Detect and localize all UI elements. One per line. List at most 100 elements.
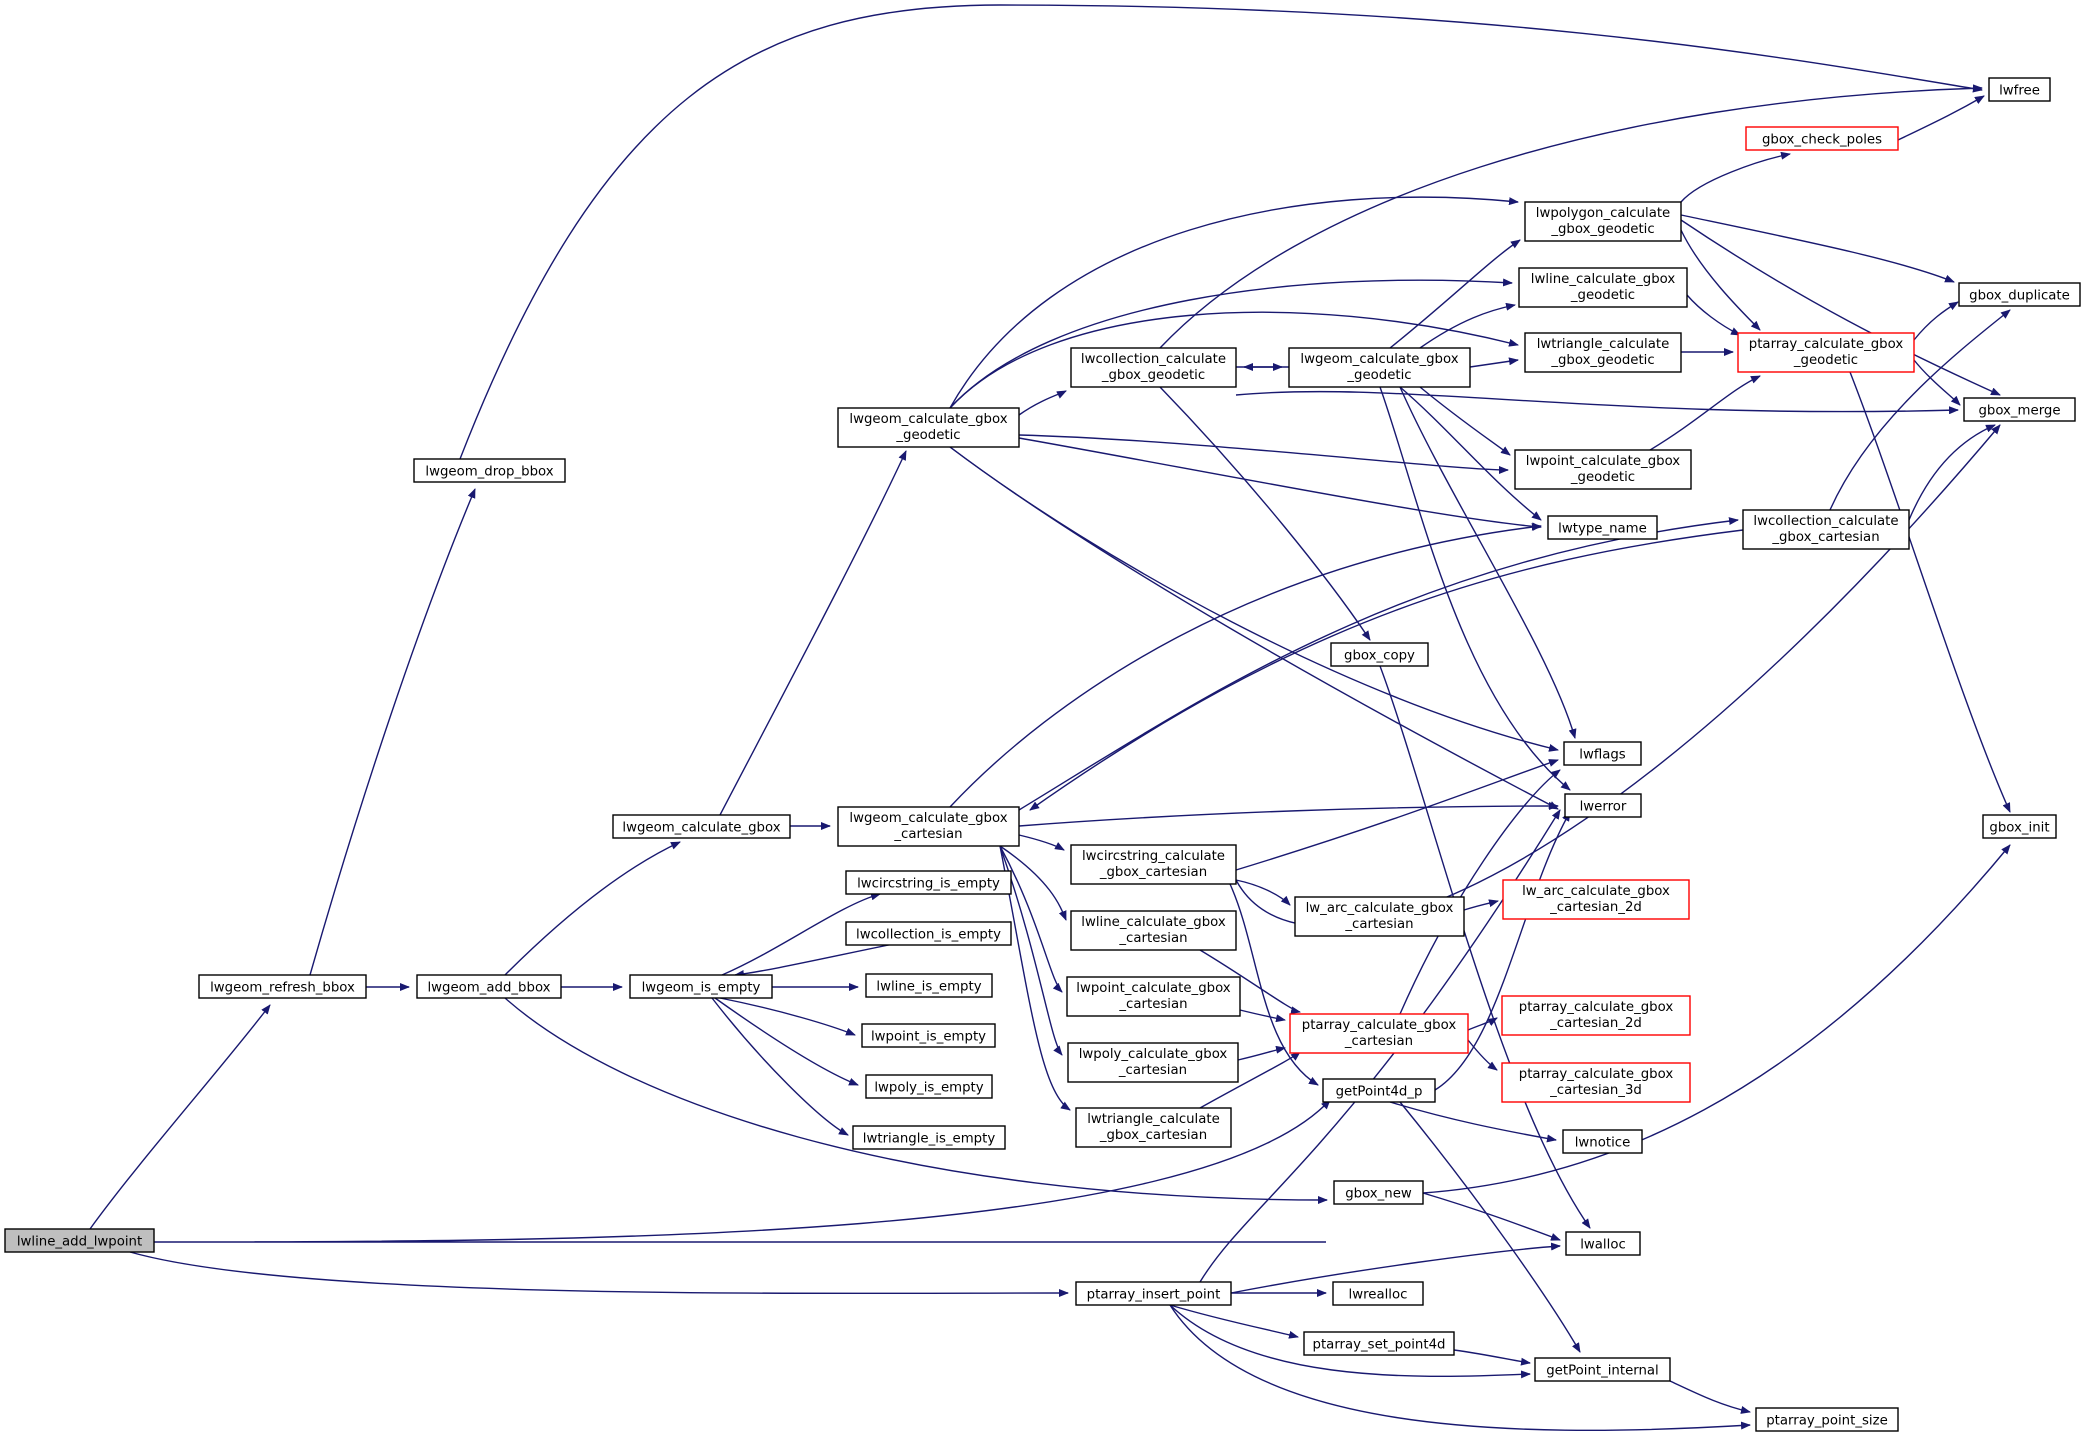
call-edge	[1680, 229, 1761, 331]
call-edge	[1018, 834, 1065, 851]
graph-node-lwflags[interactable]: lwflags	[1563, 741, 1642, 766]
node-label: gbox_copy	[1344, 649, 1415, 664]
graph-node-lwtriangle-is-empty[interactable]: lwtriangle_is_empty	[852, 1125, 1006, 1150]
call-edge	[1199, 1051, 1301, 1109]
call-edge	[1913, 359, 1961, 406]
graph-node-lwtype-name[interactable]: lwtype_name	[1547, 515, 1658, 540]
graph-node-getPoint4d-p[interactable]: getPoint4d_p	[1322, 1078, 1436, 1103]
call-edge	[1649, 375, 1761, 451]
call-edge	[1453, 1349, 1531, 1366]
call-edge	[949, 446, 1559, 810]
call-edge	[89, 1004, 271, 1230]
node-label: lwgeom_refresh_bbox	[210, 981, 355, 996]
graph-node-ptarray-calculate-gbox-cartesian-3d[interactable]: ptarray_calculate_gbox_cartesian_3d	[1501, 1062, 1691, 1103]
graph-node-lwcircstring-calculate-gbox-cartesian[interactable]: lwcircstring_calculate_gbox_cartesian	[1070, 844, 1237, 885]
graph-edges	[89, 4, 2011, 1431]
node-box	[1564, 793, 1642, 818]
graph-node-lwgeom-calculate-gbox-cartesian[interactable]: lwgeom_calculate_gbox_cartesian	[837, 806, 1020, 847]
node-box	[1502, 879, 1690, 920]
call-edge	[1897, 95, 1985, 141]
graph-node-lwline-calculate-gbox-cartesian[interactable]: lwline_calculate_gbox_cartesian	[1070, 910, 1237, 951]
call-edge	[999, 845, 1063, 993]
call-edge	[1419, 302, 1516, 349]
graph-node-lwline-add-lwpoint[interactable]: lwline_add_lwpoint	[4, 1228, 155, 1253]
graph-node-lwgeom-is-empty[interactable]: lwgeom_is_empty	[629, 974, 773, 999]
graph-node-lwcircstring-is-empty[interactable]: lwcircstring_is_empty	[845, 870, 1012, 895]
node-label: lwtriangle_calculate	[1537, 337, 1670, 352]
graph-node-gbox-new[interactable]: gbox_new	[1333, 1180, 1424, 1205]
call-edge	[1680, 151, 1791, 203]
graph-node-lwgeom-calculate-gbox[interactable]: lwgeom_calculate_gbox	[612, 814, 791, 839]
node-box	[1322, 1078, 1436, 1103]
call-edge	[309, 488, 476, 976]
call-edge	[1235, 424, 2001, 927]
graph-node-getPoint-internal[interactable]: getPoint_internal	[1534, 1357, 1671, 1382]
node-label: lwnotice	[1575, 1136, 1631, 1151]
graph-node-lwline-calculate-gbox-geodetic[interactable]: lwline_calculate_gbox_geodetic	[1518, 267, 1688, 308]
node-box	[1294, 896, 1465, 937]
node-box	[1303, 1331, 1455, 1356]
graph-node-lwtriangle-calculate-gbox-cartesian[interactable]: lwtriangle_calculate_gbox_cartesian	[1075, 1107, 1232, 1148]
graph-node-lwgeom-add-bbox[interactable]: lwgeom_add_bbox	[416, 974, 562, 999]
graph-node-lwcollection-calculate-gbox-geodetic[interactable]: lwcollection_calculate_gbox_geodetic	[1070, 347, 1237, 388]
node-box	[629, 974, 773, 999]
node-label: lwtriangle_is_empty	[863, 1132, 996, 1147]
graph-node-ptarray-point-size[interactable]: ptarray_point_size	[1755, 1407, 1899, 1432]
graph-node-gbox-check-poles[interactable]: gbox_check_poles	[1745, 126, 1899, 151]
graph-node-lwgeom-drop-bbox[interactable]: lwgeom_drop_bbox	[413, 458, 566, 483]
node-label: ptarray_set_point4d	[1313, 1338, 1446, 1353]
call-edge	[1422, 1192, 1561, 1241]
graph-node-ptarray-set-point4d[interactable]: ptarray_set_point4d	[1303, 1331, 1455, 1356]
graph-node-gbox-merge[interactable]: gbox_merge	[1963, 397, 2076, 422]
graph-node-ptarray-calculate-gbox-geodetic[interactable]: ptarray_calculate_gbox_geodetic	[1737, 332, 1915, 373]
graph-node-gbox-init[interactable]: gbox_init	[1982, 814, 2057, 839]
graph-node-lwtriangle-calculate-gbox-geodetic[interactable]: lwtriangle_calculate_gbox_geodetic	[1524, 332, 1682, 373]
call-edge	[1199, 809, 1561, 1283]
graph-node-gbox-duplicate[interactable]: gbox_duplicate	[1958, 282, 2081, 307]
graph-node-lwline-is-empty[interactable]: lwline_is_empty	[865, 973, 993, 998]
call-edge	[999, 845, 1067, 921]
node-label: lwline_is_empty	[876, 980, 981, 995]
graph-node-lwpoly-is-empty[interactable]: lwpoly_is_empty	[865, 1074, 993, 1099]
graph-node-lwpoly-calculate-gbox-cartesian[interactable]: lwpoly_calculate_gbox_cartesian	[1067, 1042, 1239, 1083]
call-edge	[1469, 357, 1519, 368]
graph-node-lwcollection-is-empty[interactable]: lwcollection_is_empty	[845, 921, 1012, 946]
node-label: _geodetic	[895, 428, 960, 443]
call-edge	[1169, 1304, 1531, 1379]
graph-node-lwerror[interactable]: lwerror	[1564, 793, 1642, 818]
node-label: lwcollection_is_empty	[856, 928, 1001, 943]
node-box	[1066, 976, 1241, 1017]
node-label: lwgeom_add_bbox	[427, 981, 550, 996]
call-edge	[999, 845, 1063, 1056]
graph-node-lwrealloc[interactable]: lwrealloc	[1332, 1281, 1424, 1306]
graph-node-gbox-copy[interactable]: gbox_copy	[1330, 642, 1429, 667]
call-edge	[949, 446, 1559, 752]
node-box	[1562, 1129, 1643, 1154]
node-label: lwtriangle_calculate	[1087, 1112, 1220, 1127]
graph-node-lwcollection-calculate-gbox-cartesian[interactable]: lwcollection_calculate_gbox_cartesian	[1742, 509, 1910, 550]
graph-node-lwgeom-refresh-bbox[interactable]: lwgeom_refresh_bbox	[198, 974, 367, 999]
node-label: ptarray_calculate_gbox	[1519, 1067, 1674, 1082]
call-edge	[504, 841, 681, 976]
graph-node-ptarray-calculate-gbox-cartesian[interactable]: ptarray_calculate_gbox_cartesian	[1289, 1013, 1469, 1054]
graph-node-lwfree[interactable]: lwfree	[1988, 77, 2051, 102]
node-label: lwflags	[1579, 748, 1626, 763]
node-box	[845, 870, 1012, 895]
graph-node-lwpoint-is-empty[interactable]: lwpoint_is_empty	[861, 1023, 996, 1048]
graph-node-lwalloc[interactable]: lwalloc	[1565, 1231, 1641, 1256]
graph-node-ptarray-calculate-gbox-cartesian-2d[interactable]: ptarray_calculate_gbox_cartesian_2d	[1501, 995, 1691, 1036]
graph-node-lwgeom-calculate-gbox-geodetic[interactable]: lwgeom_calculate_gbox_geodetic	[837, 407, 1020, 448]
graph-node-lwpoint-calculate-gbox-geodetic[interactable]: lwpoint_calculate_gbox_geodetic	[1514, 449, 1692, 490]
graph-node-lwgeom-calculate-gbox-geodetic-2[interactable]: lwgeom_calculate_gbox_geodetic	[1288, 347, 1471, 388]
graph-node-lw-arc-calculate-gbox-cartesian-2d[interactable]: lw_arc_calculate_gbox_cartesian_2d	[1502, 879, 1690, 920]
node-box	[1070, 844, 1237, 885]
call-edge	[1235, 879, 1291, 906]
graph-node-lwpoint-calculate-gbox-cartesian[interactable]: lwpoint_calculate_gbox_cartesian	[1066, 976, 1241, 1017]
graph-node-lwnotice[interactable]: lwnotice	[1562, 1129, 1643, 1154]
node-box	[1067, 1042, 1239, 1083]
graph-node-lw-arc-calculate-gbox-cartesian[interactable]: lw_arc_calculate_gbox_cartesian	[1294, 896, 1465, 937]
graph-node-lwpolygon-calculate-gbox-geodetic[interactable]: lwpolygon_calculate_gbox_geodetic	[1524, 201, 1682, 242]
call-edge	[1849, 371, 2011, 813]
graph-node-ptarray-insert-point[interactable]: ptarray_insert_point	[1075, 1281, 1232, 1306]
call-edge	[1669, 1380, 1751, 1414]
